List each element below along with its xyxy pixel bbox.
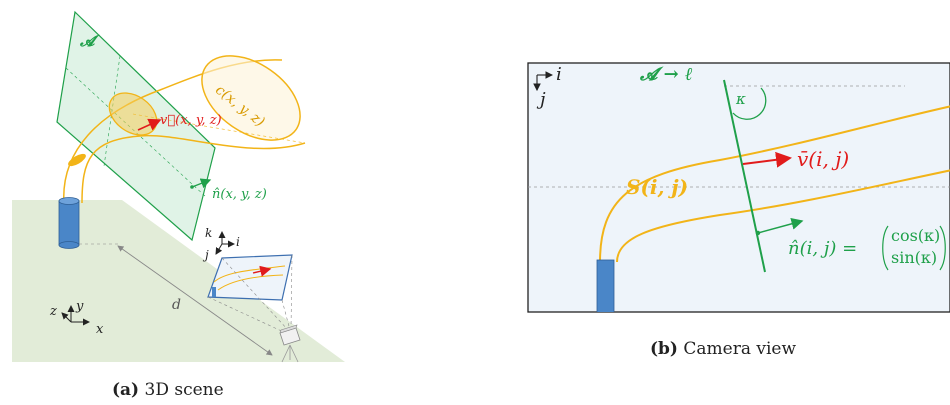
- velocity-label-3d: v⃗(x, y, z): [160, 113, 222, 128]
- normal-arrow-3d: [191, 178, 212, 189]
- caption-a-letter: (a): [112, 380, 140, 400]
- distance-line: [117, 245, 273, 356]
- cam-axis-label-k: k: [205, 226, 213, 240]
- circle-c: [201, 55, 301, 141]
- stream-label: S(i, j): [626, 175, 689, 199]
- line-label: 𝓐 → ℓ: [640, 64, 693, 85]
- axis-label-z: z: [50, 304, 57, 319]
- kappa-label: κ: [736, 90, 746, 108]
- stream-tube-lower: [81, 134, 306, 204]
- normal-label-3d: n̂(x, y, z): [212, 187, 267, 202]
- cam-axis-label-j: j: [205, 248, 209, 262]
- cos-label: cos(κ): [891, 226, 941, 245]
- caption-b: (b) Camera view: [650, 339, 796, 359]
- velocity-arrow-3d: [137, 118, 162, 131]
- axis-label-y: y: [76, 299, 84, 314]
- axis-label-j: j: [540, 89, 546, 110]
- camera-axes-3d: [215, 231, 235, 255]
- caption-a-text: 3D scene: [144, 380, 224, 400]
- world-axes: [61, 305, 90, 326]
- source-cylinder: [58, 197, 80, 249]
- stream-lower-2d: [616, 169, 950, 263]
- caption-b-text: Camera view: [683, 339, 797, 359]
- normal-arrow-2d: [757, 217, 804, 234]
- normal-label-2d: n̂(i, j) =: [788, 238, 858, 259]
- scene-3d: [12, 10, 345, 363]
- camera-icon: [279, 324, 301, 363]
- velocity-label-2d: v̄(i, j): [797, 147, 850, 171]
- axis-label-i: i: [556, 64, 562, 85]
- camera-view: [527, 62, 950, 313]
- distance-label: d: [172, 297, 181, 313]
- velocity-arrow-2d: [742, 151, 792, 168]
- line-l: [723, 79, 766, 273]
- source-bar: [596, 259, 615, 312]
- axis-label-x: x: [96, 322, 104, 337]
- stream-upper-2d: [599, 105, 950, 263]
- camera-axes-2d: [533, 71, 554, 92]
- cam-axis-label-i: i: [236, 235, 240, 249]
- sin-label: sin(κ): [891, 248, 938, 267]
- caption-b-letter: (b): [650, 339, 678, 359]
- caption-a: (a) 3D scene: [112, 380, 224, 400]
- plane-label: 𝓐: [80, 32, 95, 50]
